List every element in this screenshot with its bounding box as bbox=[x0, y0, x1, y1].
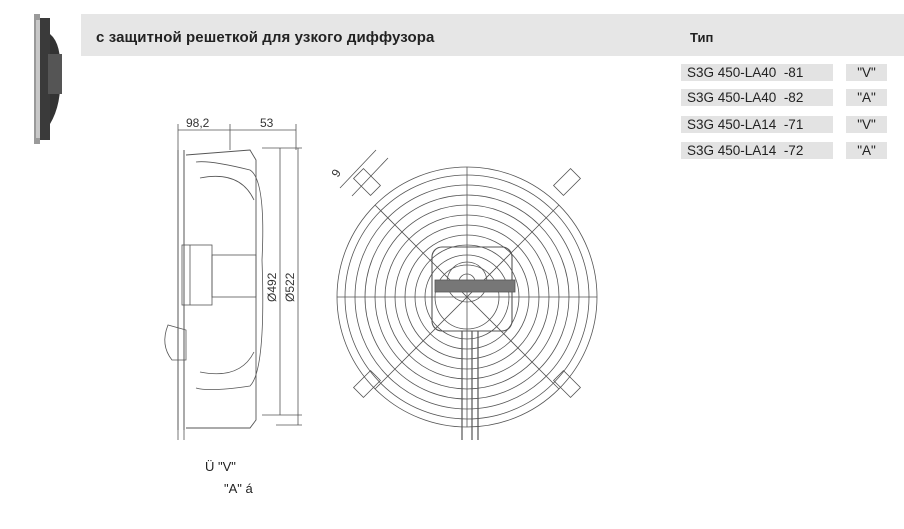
type-column-label: Тип bbox=[690, 30, 714, 45]
fan-side-thumbnail bbox=[34, 14, 62, 144]
model-variant: "A" bbox=[846, 89, 887, 106]
page-title: с защитной решеткой для узкого диффузора bbox=[96, 29, 435, 46]
dim-offset-label: 53 bbox=[260, 116, 274, 130]
dim-depth-label: 98,2 bbox=[186, 116, 210, 130]
model-variant: "V" bbox=[846, 116, 887, 133]
model-name: S3G 450-LA40 -82 bbox=[681, 89, 833, 106]
model-variant: "A" bbox=[846, 142, 887, 159]
model-variant: "V" bbox=[846, 64, 887, 81]
dim-inner-diameter-label: Ø492 bbox=[265, 272, 279, 302]
legend-line-2: "A" á bbox=[224, 481, 253, 496]
technical-drawing: 98,2 53 Ø492 Ø522 9 bbox=[164, 116, 598, 440]
legend-line-1: Ü "V" bbox=[205, 459, 236, 474]
header-bar bbox=[81, 14, 904, 56]
dim-outer-diameter-label: Ø522 bbox=[283, 272, 297, 302]
dim-hole-label: 9 bbox=[328, 166, 344, 179]
model-name: S3G 450-LA14 -72 bbox=[681, 142, 833, 159]
model-name: S3G 450-LA14 -71 bbox=[681, 116, 833, 133]
model-name: S3G 450-LA40 -81 bbox=[681, 64, 833, 81]
